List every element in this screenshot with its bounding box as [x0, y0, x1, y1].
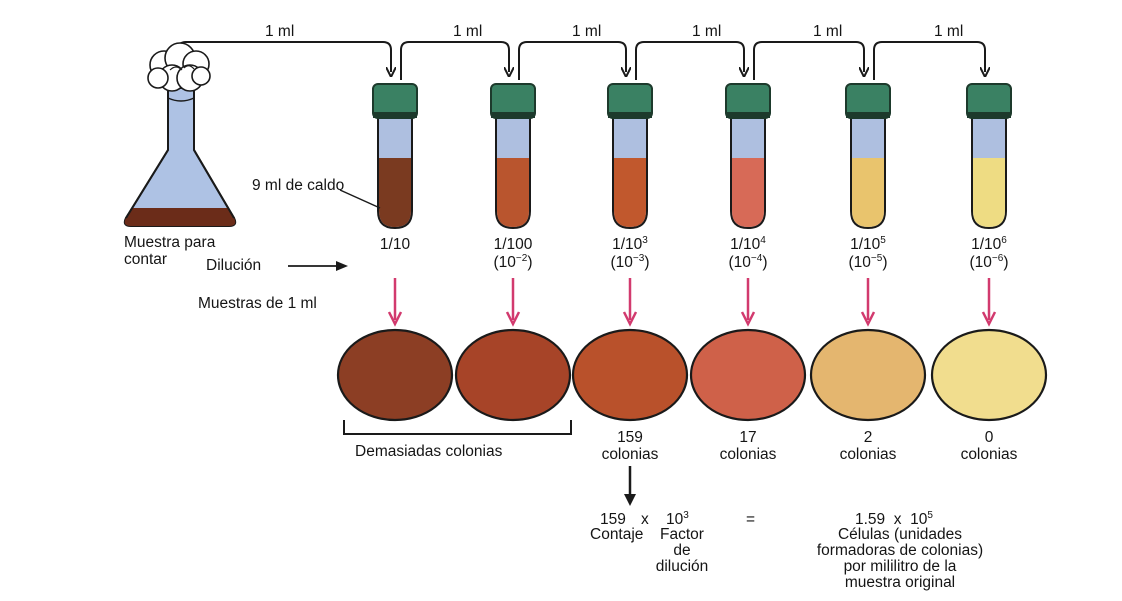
formula-factor-caption-3: dilución [650, 558, 714, 575]
colony-count-word-2: colonias [693, 446, 803, 463]
tube-dilution-fraction-6: 1/106 [944, 236, 1034, 255]
transfer-label-1: 1 ml [265, 23, 294, 40]
tube-broth-4 [732, 158, 764, 227]
test-tube-1 [373, 84, 417, 228]
transfer-arrow-5 [754, 42, 864, 80]
colony-count-word-4: colonias [934, 446, 1044, 463]
formula-equals: = [746, 511, 755, 528]
colony-count-2: 17 [693, 429, 803, 446]
formula-result-caption-4: muestra original [800, 574, 1000, 591]
formula-result-caption-3: por mililitro de la [800, 558, 1000, 575]
petri-plate-2 [456, 330, 570, 420]
transfer-arrow-2 [401, 42, 509, 80]
transfer-label-2: 1 ml [453, 23, 482, 40]
test-tube-4 [726, 84, 770, 228]
tube-dilution-fraction-4: 1/104 [703, 236, 793, 255]
transfer-arrow-3 [519, 42, 626, 80]
tube-cap-band-5 [846, 112, 890, 118]
cotton-plug [148, 43, 210, 91]
petri-plate-3 [573, 330, 687, 420]
petri-plate-1 [338, 330, 452, 420]
tube-dilution-power-3: (10−3) [585, 254, 675, 273]
dilution-tubes [373, 84, 1011, 228]
plating-arrows [389, 278, 995, 324]
transfer-label-3: 1 ml [572, 23, 601, 40]
colony-count-3: 2 [813, 429, 923, 446]
test-tube-6 [967, 84, 1011, 228]
flask-label-line2: contar [124, 251, 167, 268]
flask-sediment [125, 208, 235, 226]
tube-dilution-power-5: (10−5) [823, 254, 913, 273]
too-many-bracket [344, 420, 571, 434]
tube-broth-5 [852, 158, 884, 227]
petri-plate-5 [811, 330, 925, 420]
transfer-label-6: 1 ml [934, 23, 963, 40]
colony-count-word-3: colonias [813, 446, 923, 463]
transfer-arrows [178, 42, 985, 80]
petri-plates [338, 330, 1046, 420]
dilution-label: Dilución [206, 257, 261, 274]
tube-dilution-power-2: (10−2) [468, 254, 558, 273]
tube-cap-band-4 [726, 112, 770, 118]
petri-plate-4 [691, 330, 805, 420]
tube-dilution-fraction-2: 1/100 [468, 236, 558, 255]
formula-factor-caption-2: de [650, 542, 714, 559]
transfer-arrow-6 [874, 42, 985, 80]
broth-volume-label: 9 ml de caldo [252, 177, 344, 194]
transfer-arrow-4 [636, 42, 744, 80]
tube-dilution-fraction-5: 1/105 [823, 236, 913, 255]
result-arrow-head [624, 494, 636, 506]
tube-broth-2 [497, 158, 529, 227]
flask-label-line1: Muestra para [124, 234, 215, 251]
colony-count-word-1: colonias [575, 446, 685, 463]
tube-dilution-fraction-1: 1/10 [350, 236, 440, 255]
too-many-colonies-label: Demasiadas colonias [355, 443, 502, 460]
test-tube-2 [491, 84, 535, 228]
dilution-arrow-head [336, 261, 348, 271]
colony-count-1: 159 [575, 429, 685, 446]
tube-cap-band-1 [373, 112, 417, 118]
petri-plate-6 [932, 330, 1046, 420]
cotton-lobe-6 [148, 68, 168, 88]
tube-cap-band-6 [967, 112, 1011, 118]
transfer-arrow-1 [178, 42, 391, 72]
formula-result-caption-1: Células (unidades [800, 526, 1000, 543]
test-tube-5 [846, 84, 890, 228]
tube-cap-band-3 [608, 112, 652, 118]
formula-count-caption: Contaje [590, 526, 643, 543]
tube-broth-1 [379, 158, 411, 227]
formula-result-caption-2: formadoras de colonias) [800, 542, 1000, 559]
transfer-label-4: 1 ml [692, 23, 721, 40]
formula-factor-caption-1: Factor [650, 526, 714, 543]
samples-label: Muestras de 1 ml [198, 295, 317, 312]
tube-cap-band-2 [491, 112, 535, 118]
cotton-lobe-7 [192, 67, 210, 85]
transfer-label-5: 1 ml [813, 23, 842, 40]
tube-broth-6 [973, 158, 1005, 227]
tube-dilution-power-6: (10−6) [944, 254, 1034, 273]
tube-broth-3 [614, 158, 646, 227]
colony-count-4: 0 [934, 429, 1044, 446]
flask-body [125, 88, 235, 226]
tube-dilution-fraction-3: 1/103 [585, 236, 675, 255]
tube-dilution-power-4: (10−4) [703, 254, 793, 273]
sample-flask [125, 43, 235, 226]
broth-leader-line [340, 190, 380, 208]
test-tube-3 [608, 84, 652, 228]
